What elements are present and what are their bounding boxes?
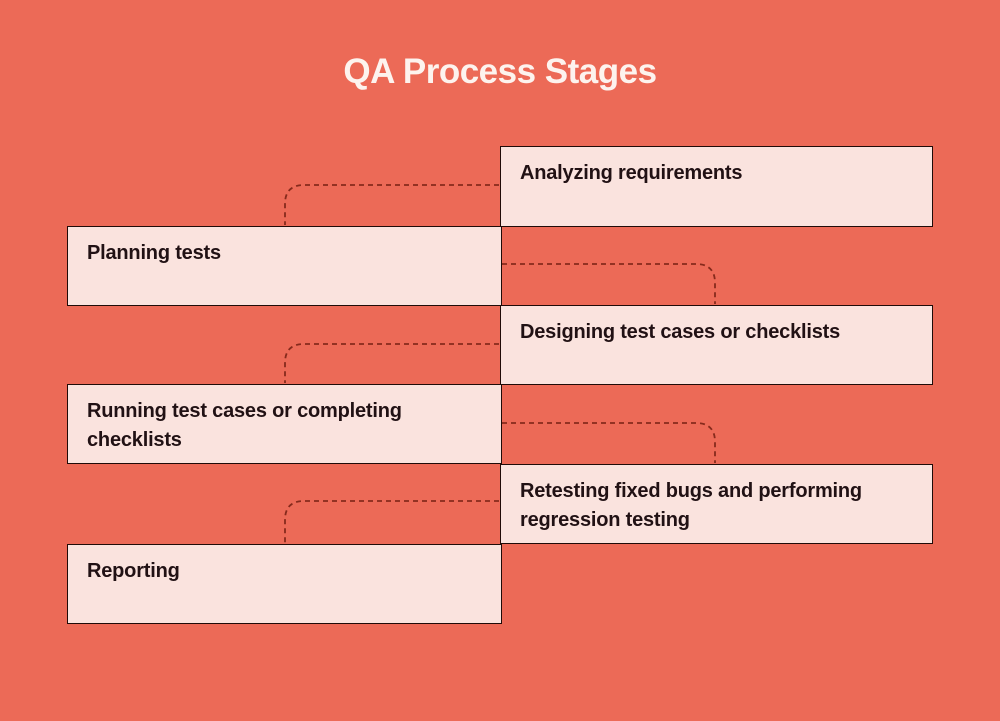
connector-designing-to-running <box>284 343 499 383</box>
connector-analyzing-to-planning <box>284 184 499 225</box>
connector-planning-to-designing <box>502 263 716 304</box>
connector-running-to-retesting <box>502 422 716 463</box>
stage-label: Planning tests <box>87 242 221 264</box>
stage-label: Running test cases or completing checkli… <box>87 400 402 451</box>
stage-box-running-test-cases: Running test cases or completing checkli… <box>67 384 502 464</box>
stage-box-planning-tests: Planning tests <box>67 226 502 306</box>
stage-label: Analyzing requirements <box>520 162 743 184</box>
stage-label: Retesting fixed bugs and performing regr… <box>520 480 862 531</box>
connector-retesting-to-reporting <box>284 500 499 543</box>
diagram-title: QA Process Stages <box>343 52 657 91</box>
stage-box-designing-test-cases: Designing test cases or checklists <box>500 305 933 385</box>
stage-label: Reporting <box>87 560 180 582</box>
stage-label: Designing test cases or checklists <box>520 321 841 343</box>
stage-box-reporting: Reporting <box>67 544 502 624</box>
stage-box-retesting-fixed-bugs: Retesting fixed bugs and performing regr… <box>500 464 933 544</box>
stage-box-analyzing-requirements: Analyzing requirements <box>500 146 933 227</box>
